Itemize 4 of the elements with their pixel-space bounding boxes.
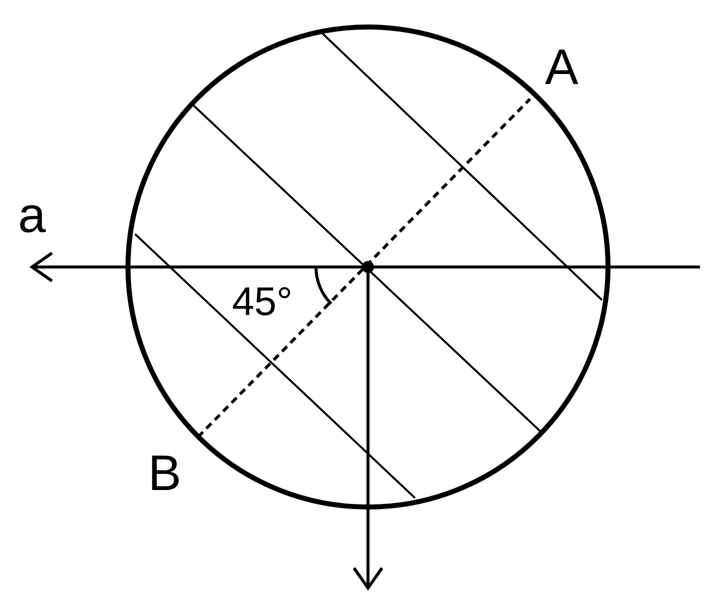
angle-label: 45° [232,282,292,322]
axis-label: a [18,190,46,240]
point-label: B [148,448,182,498]
point-label: A [545,42,578,92]
